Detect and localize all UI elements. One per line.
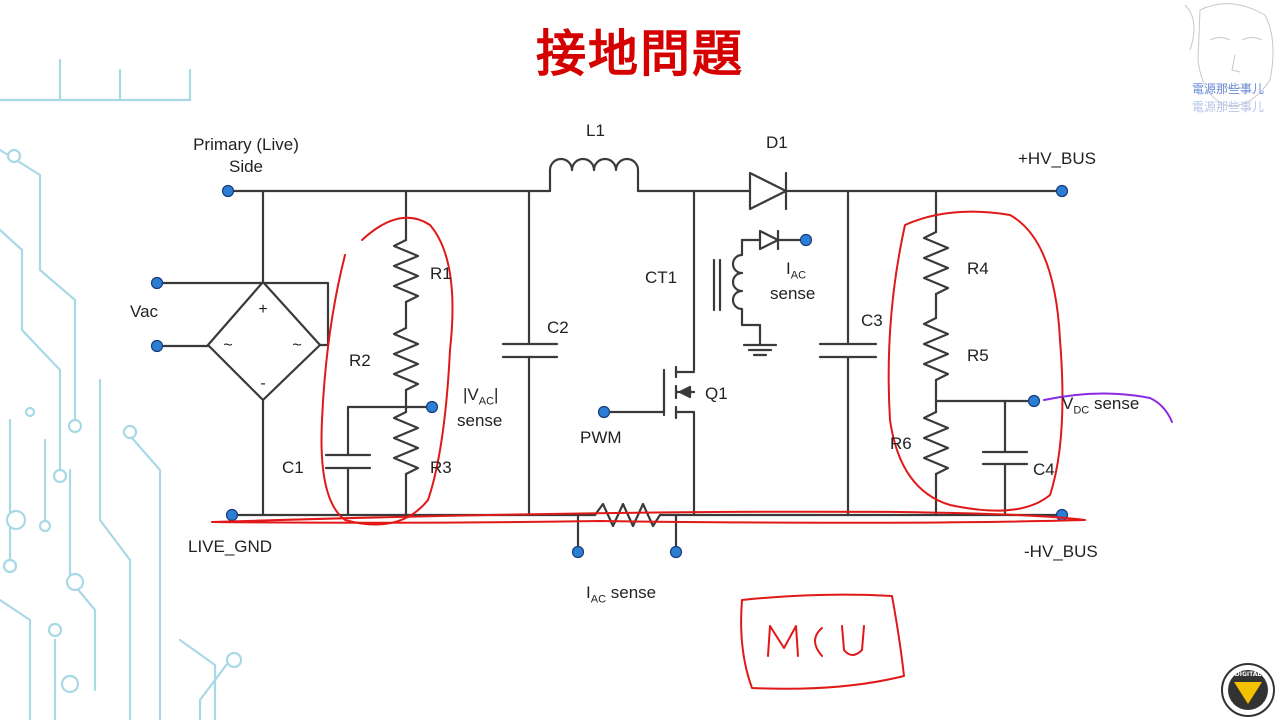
author-portrait-sketch: [1184, 3, 1274, 107]
label-vac-sense-word: sense: [457, 411, 503, 430]
label-vac-sense-sub: AC: [478, 395, 495, 408]
label-c4: C4: [1033, 460, 1055, 479]
label-q1: Q1: [705, 384, 728, 403]
bridge-minus-sign: -: [260, 375, 265, 392]
resistor-r5: [922, 316, 950, 382]
label-iac-sense-top-sub: AC: [790, 269, 807, 282]
label-l1: L1: [586, 121, 605, 140]
terminal-vac-sense: [425, 400, 439, 414]
label-iac-sense-top: IAC: [786, 259, 806, 285]
label-primary-side: Primary (Live): [193, 135, 299, 154]
circuit-trace-decoration: [0, 58, 243, 720]
bridge-ac-right: ~: [292, 337, 301, 354]
label-r2: R2: [349, 351, 371, 370]
terminal-vac-bottom: [150, 339, 164, 353]
terminal-iac-sense-right: [669, 545, 683, 559]
handdrawn-mcu-letter-m: [767, 625, 799, 657]
label-hv-bus-neg: -HV_BUS: [1024, 542, 1098, 561]
label-r3: R3: [430, 458, 452, 477]
label-iac-sense-top-a: I: [786, 259, 791, 278]
terminal-vdc-sense: [1027, 394, 1041, 408]
capacitor-c4: [981, 450, 1029, 466]
label-r6: R6: [890, 434, 912, 453]
handdrawn-ground-underline: [211, 510, 1086, 524]
terminal-iac-sense-left: [571, 545, 585, 559]
inductor-l1: [548, 157, 640, 193]
label-iac-sense-bot-b: sense: [606, 583, 657, 602]
label-iac-sense-top-word: sense: [770, 284, 816, 303]
terminal-primary-side: [221, 184, 235, 198]
label-r4: R4: [967, 259, 989, 278]
capacitor-c1: [324, 453, 372, 470]
bridge-plus-sign: +: [258, 301, 267, 318]
resistor-r1: [392, 238, 420, 304]
label-hv-bus-pos: +HV_BUS: [1018, 149, 1096, 168]
label-c2: C2: [547, 318, 569, 337]
watermark-channel-name: 電源那些事儿: [1192, 82, 1265, 96]
handdrawn-mcu-box: [740, 593, 905, 690]
label-vac-sense: |VAC|: [463, 385, 498, 411]
label-live-gnd: LIVE_GND: [188, 537, 273, 556]
label-vdc-sense-sub: DC: [1073, 404, 1090, 417]
ground-symbol: [742, 343, 778, 357]
resistor-r2: [392, 326, 420, 392]
label-r5: R5: [967, 346, 989, 365]
current-transformer-ct1: [712, 258, 722, 312]
label-vdc-sense-b: sense: [1089, 394, 1140, 413]
label-ct1: CT1: [645, 268, 678, 287]
label-iac-sense-bot-sub: AC: [590, 593, 607, 606]
label-vac: Vac: [130, 302, 159, 321]
label-vdc-sense: VDC sense: [1062, 394, 1139, 420]
label-vac-sense-a: |V: [463, 385, 479, 404]
terminal-iac-sense-top: [799, 233, 813, 247]
label-d1: D1: [766, 133, 788, 152]
bridge-ac-left: ~: [223, 337, 232, 354]
resistor-sense: [593, 502, 662, 528]
label-pwm: PWM: [580, 428, 622, 447]
label-iac-sense-bot-a: I: [586, 583, 591, 602]
resistor-r4: [922, 230, 950, 296]
capacitor-c3: [818, 342, 878, 359]
label-vac-sense-b: |: [494, 385, 499, 404]
handdrawn-loop-left-divider: [320, 216, 454, 526]
digital-badge-logo: DIGITAL: [1221, 663, 1275, 717]
watermark-channel-name-faded: 電源那些事儿: [1192, 100, 1265, 114]
handdrawn-mcu-letter-u: [841, 625, 865, 656]
label-iac-sense-bottom: IAC sense: [586, 583, 656, 609]
terminal-vac-top: [150, 276, 164, 290]
terminal-hv-bus-pos: [1055, 184, 1069, 198]
slide-title: 接地問題: [536, 25, 744, 83]
label-vdc-sense-a: V: [1062, 394, 1074, 413]
terminal-live-gnd: [225, 508, 239, 522]
handdrawn-loop-right-divider: [887, 210, 1064, 512]
resistor-r3: [392, 410, 420, 476]
terminal-pwm: [597, 405, 611, 419]
label-c3: C3: [861, 311, 883, 330]
label-c1: C1: [282, 458, 304, 477]
diode-ct-sense: [758, 229, 780, 251]
label-r1: R1: [430, 264, 452, 283]
handdrawn-mcu-letter-c: [814, 627, 823, 657]
resistor-r6: [922, 410, 950, 476]
badge-text: DIGITAL: [1235, 671, 1262, 678]
label-primary-side-2: Side: [228, 157, 264, 176]
diode-d1: [748, 171, 788, 211]
handdrawn-purple-mark: [1043, 392, 1173, 423]
capacitor-c2: [501, 342, 559, 359]
